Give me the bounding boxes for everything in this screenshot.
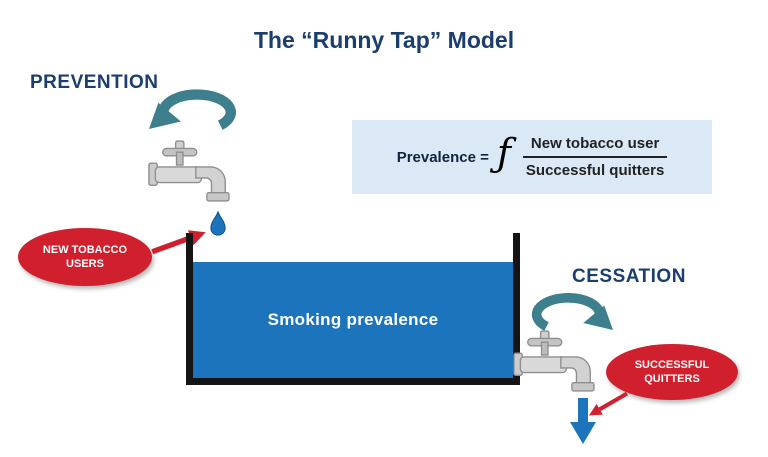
circular-arrow-icon	[146, 84, 242, 144]
formula-fraction: New tobacco user Successful quitters	[522, 135, 668, 179]
tank-label: Smoking prevalence	[267, 310, 439, 329]
successful-quitters-label: SUCCESSFUL QUITTERS	[634, 358, 710, 385]
formula-numerator: New tobacco user	[522, 135, 668, 158]
cessation-label: CESSATION	[572, 266, 686, 287]
tank: Smoking prevalence	[186, 233, 520, 385]
down-arrow-icon	[570, 398, 596, 444]
new-tobacco-users-badge: NEW TOBACCO USERS	[18, 228, 152, 286]
tap-icon	[513, 330, 605, 404]
formula-prefix: Prevalence =	[396, 148, 489, 166]
diagram-title: The “Runny Tap” Model	[253, 27, 515, 53]
pointer-arrow-icon	[586, 388, 631, 421]
water-drop-icon	[209, 210, 227, 237]
formula-box: Prevalence = ƒ New tobacco user Successf…	[352, 120, 712, 194]
formula-denominator: Successful quitters	[525, 162, 665, 179]
formula-function-symbol: ƒ	[496, 131, 511, 175]
tap-icon	[148, 140, 240, 214]
new-tobacco-users-label: NEW TOBACCO USERS	[42, 243, 128, 270]
tank-water: Smoking prevalence	[193, 262, 513, 378]
prevention-label: PREVENTION	[30, 72, 159, 93]
successful-quitters-badge: SUCCESSFUL QUITTERS	[606, 344, 738, 400]
